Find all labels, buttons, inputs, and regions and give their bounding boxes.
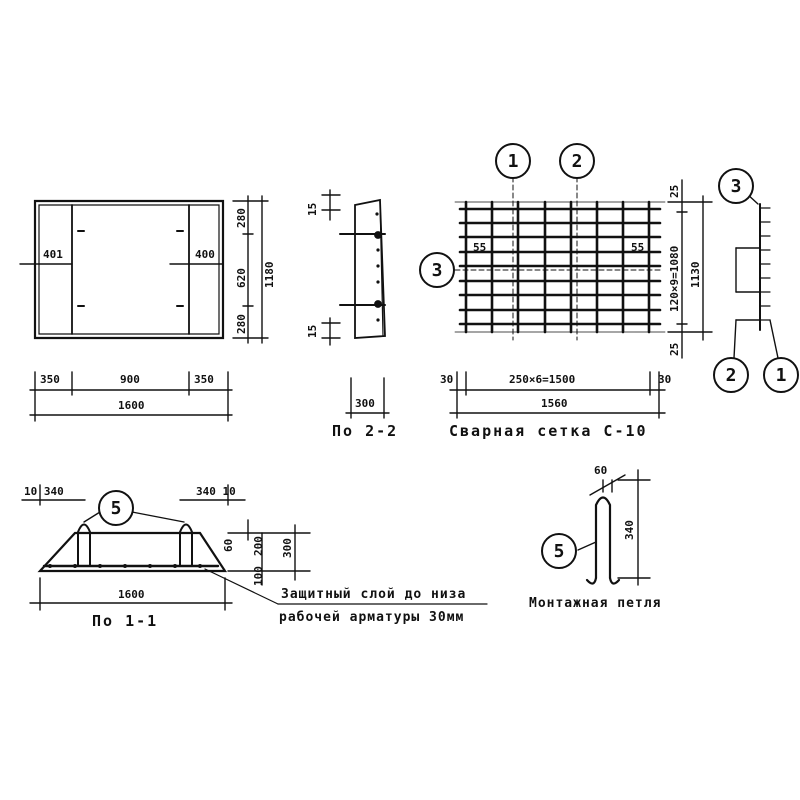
welded-mesh — [450, 177, 712, 418]
plan-bottom-dim-middle: 900 — [120, 373, 140, 386]
mesh-bubble-1: 1 — [495, 143, 531, 179]
loop-dim-60: 60 — [594, 464, 608, 477]
plan-view — [20, 196, 268, 421]
mesh-height-edge-top: 25 — [668, 184, 681, 198]
section-1-1 — [22, 485, 487, 610]
mesh-offset-right: 55 — [631, 241, 645, 254]
plan-total-height-dim: 1180 — [263, 261, 276, 289]
section-2-2-width-dim: 300 — [355, 397, 375, 410]
mesh-height-pitch: 120×9=1080 — [668, 245, 681, 312]
section-2-2-dim-bottom: 15 — [306, 324, 319, 338]
mesh-bars-transverse — [466, 202, 649, 332]
section-1-1-dim-100: 100 — [252, 566, 265, 586]
plan-outer-outline — [35, 201, 223, 338]
plan-height-dim-top: 280 — [235, 208, 248, 228]
mesh-side-bubble-2: 2 — [713, 357, 749, 393]
mesh-bubble-3: 3 — [419, 252, 455, 288]
mesh-side-bubble-1: 1 — [763, 357, 799, 393]
plan-height-dim-bottom: 280 — [235, 314, 248, 334]
mesh-total-width: 1560 — [541, 397, 568, 410]
mesh-side-detail — [734, 193, 778, 358]
section-1-1-outline — [40, 533, 225, 571]
section-1-1-top-left-dims: 10 340 — [24, 485, 64, 498]
mounting-loop — [578, 470, 650, 585]
section-1-1-bottom-dim: 1600 — [118, 588, 145, 601]
mesh-total-height: 1130 — [689, 261, 702, 289]
mesh-caption: Сварная сетка С-10 — [449, 422, 648, 440]
section-1-1-dim-300: 300 — [281, 538, 294, 558]
plan-bottom-dim-left: 350 — [40, 373, 60, 386]
plan-inner-outline — [39, 205, 219, 334]
loop-dim-340: 340 — [623, 520, 636, 540]
mesh-edge-left: 30 — [440, 373, 454, 386]
section-1-1-dim-60: 60 — [222, 538, 235, 552]
loop-caption: Монтажная петля — [529, 596, 662, 611]
plan-bottom-dim-right: 350 — [194, 373, 214, 386]
section-2-2-caption: По 2-2 — [332, 422, 399, 440]
section-1-1-dim-200: 200 — [252, 536, 265, 556]
section-2-2 — [322, 190, 389, 418]
plan-left-rib-dim: 401 — [43, 248, 63, 261]
plan-height-dim-middle: 620 — [235, 268, 248, 288]
mesh-bars-longitudinal — [460, 209, 660, 324]
protective-layer-note-line2: рабочей арматуры 30мм — [279, 610, 465, 625]
mesh-edge-right: 30 — [658, 373, 672, 386]
mesh-side-bubble-3: 3 — [718, 168, 754, 204]
section-2-2-dim-top: 15 — [306, 202, 319, 216]
section-1-1-bubble-5: 5 — [98, 490, 134, 526]
section-1-1-caption: По 1-1 — [92, 612, 159, 630]
plan-total-width-dim: 1600 — [118, 399, 145, 412]
loop-bubble-5: 5 — [541, 533, 577, 569]
mesh-height-edge-bottom: 25 — [668, 342, 681, 356]
mesh-offset-left: 55 — [473, 241, 487, 254]
mesh-bubble-2: 2 — [559, 143, 595, 179]
section-2-2-outline — [355, 200, 385, 338]
section-1-1-top-right-dims: 340 10 — [196, 485, 236, 498]
plan-right-rib-dim: 400 — [195, 248, 215, 261]
protective-layer-note-line1: Защитный слой до низа — [281, 587, 467, 602]
mesh-pitch-dim: 250×6=1500 — [509, 373, 576, 386]
